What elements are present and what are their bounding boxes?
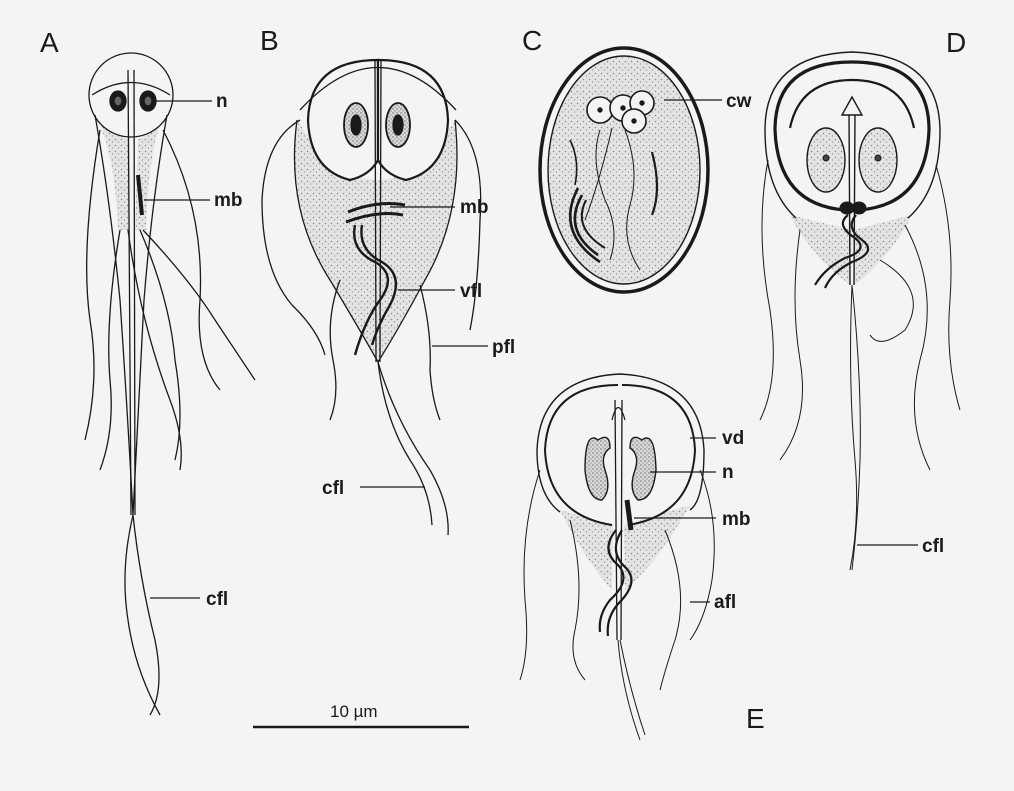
label-b-cfl: cfl xyxy=(322,478,344,499)
cyst-c-drawing xyxy=(540,48,708,292)
panel-d: D xyxy=(760,27,966,570)
label-a-n: n xyxy=(216,91,228,112)
panel-letter-d: D xyxy=(946,27,966,58)
panel-e: E xyxy=(520,374,765,740)
panel-letter-e: E xyxy=(746,703,765,734)
trophozoite-a-drawing xyxy=(85,53,255,715)
label-a-cfl: cfl xyxy=(206,589,228,610)
scale-bar-label: 10 µm xyxy=(330,702,378,721)
scale-bar: 10 µm xyxy=(253,702,469,727)
panel-a: A xyxy=(40,27,255,715)
panel-letter-a: A xyxy=(40,27,59,58)
trophozoite-e-drawing xyxy=(520,374,714,740)
label-e-mb: mb xyxy=(722,509,751,530)
panel-b: B xyxy=(260,25,515,535)
panel-letter-b: B xyxy=(260,25,279,56)
label-e-vd: vd xyxy=(722,428,744,449)
label-b-vfl: vfl xyxy=(460,281,482,302)
trophozoite-d-drawing xyxy=(760,52,960,570)
panel-c: C cw xyxy=(522,25,752,292)
label-d-cfl: cfl xyxy=(922,536,944,557)
label-a-mb: mb xyxy=(214,190,243,211)
trophozoite-b-drawing xyxy=(262,60,481,535)
panel-letter-c: C xyxy=(522,25,542,56)
label-b-pfl: pfl xyxy=(492,337,515,358)
label-e-n: n xyxy=(722,462,734,483)
label-c-cw: cw xyxy=(726,91,752,112)
label-b-mb: mb xyxy=(460,197,489,218)
label-e-afl: afl xyxy=(714,592,736,613)
